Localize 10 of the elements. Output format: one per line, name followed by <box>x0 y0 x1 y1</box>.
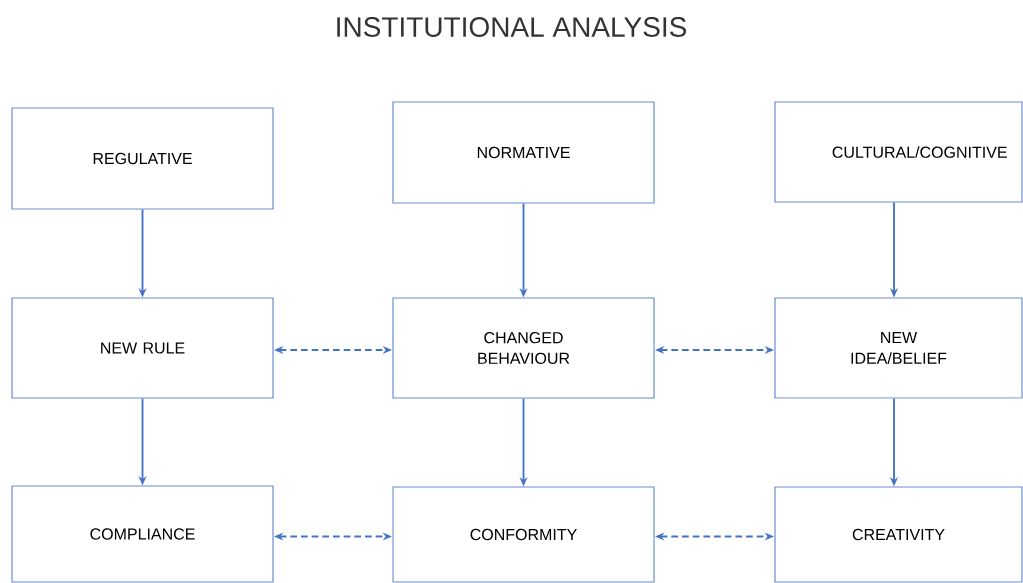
process-box: CULTURAL/COGNITIVE <box>774 101 1023 203</box>
process-box: CREATIVITY <box>774 486 1023 583</box>
process-box: CONFORMITY <box>392 486 655 583</box>
process-box: CHANGED BEHAVIOUR <box>392 297 655 399</box>
process-box: COMPLIANCE <box>11 485 274 583</box>
process-box: REGULATIVE <box>11 107 274 210</box>
process-box: NEW RULE <box>11 297 274 399</box>
title: INSTITUTIONAL ANALYSIS <box>337 17 687 37</box>
process-box: NEW IDEA/BELIEF <box>774 297 1023 399</box>
process-box: NORMATIVE <box>392 101 655 204</box>
